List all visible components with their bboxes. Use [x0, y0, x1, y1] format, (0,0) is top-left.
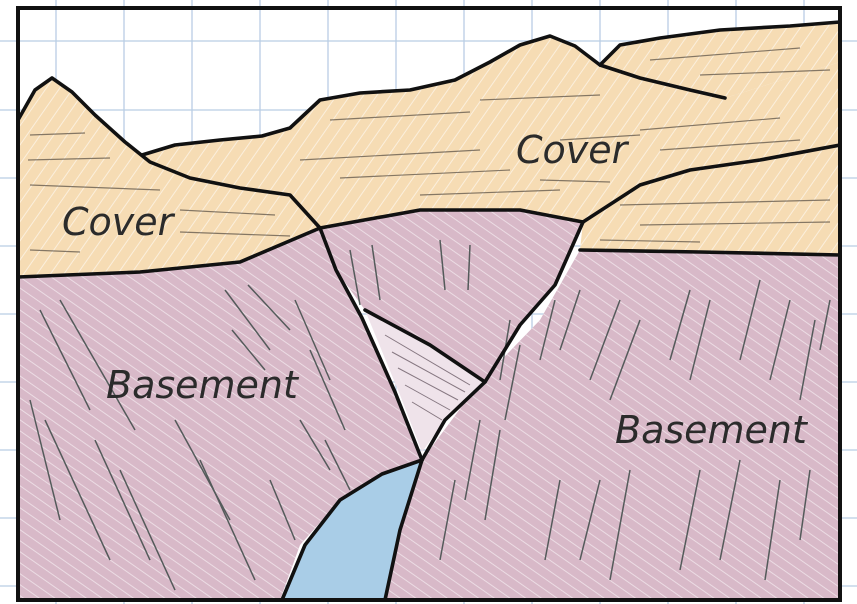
label-basement-left: Basement — [106, 363, 300, 407]
label-cover-right: Cover — [516, 128, 630, 172]
label-basement-right: Basement — [615, 408, 809, 452]
label-cover-left: Cover — [62, 200, 176, 244]
